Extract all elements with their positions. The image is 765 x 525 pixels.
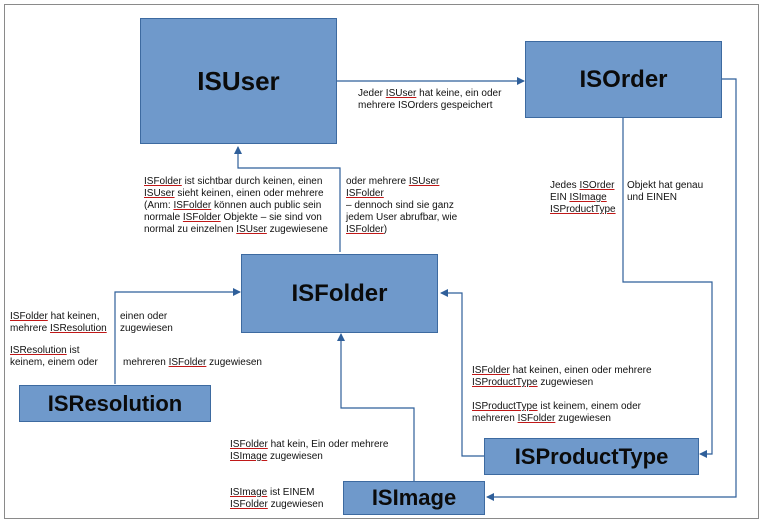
note-folder-resolution-left: ISFolder hat keinen, mehrere ISResolutio… <box>10 311 107 334</box>
note-folder-user-left: ISFolder ist sichtbar durch keinen, eine… <box>144 176 328 235</box>
note-image-folder: ISImage ist EINEM ISFolder zugewiesen <box>230 487 324 510</box>
page-border <box>4 4 759 519</box>
connector-folder-user <box>234 146 341 252</box>
entity-isfolder[interactable]: ISFolder <box>241 254 438 333</box>
note-order-right: Objekt hat genau und EINEN <box>627 180 704 203</box>
note-user-order: Jeder ISUser hat keine, ein oder mehrere… <box>358 88 502 111</box>
entity-isresolution-label: ISResolution <box>47 390 183 416</box>
connector-resolution-folder <box>114 288 241 384</box>
entity-isproducttype[interactable]: ISProductType <box>484 438 699 475</box>
note-folder-image: ISFolder hat kein, Ein oder mehrere ISIm… <box>230 439 389 462</box>
entity-isimage[interactable]: ISImage <box>343 481 485 515</box>
note-producttype-folder: ISProductType ist keinem, einem oder meh… <box>472 401 641 424</box>
entity-isimage-label: ISImage <box>371 485 457 510</box>
note-folder-producttype: ISFolder hat keinen, einen oder mehrere … <box>472 365 652 388</box>
entity-isorder[interactable]: ISOrder <box>525 41 722 118</box>
entity-isuser[interactable]: ISUser <box>140 18 337 144</box>
entity-isproducttype-label: ISProductType <box>514 443 669 469</box>
entity-isorder-label: ISOrder <box>579 65 668 93</box>
connector-producttype-folder <box>440 289 484 457</box>
connector-order-producttype <box>622 118 713 458</box>
connector-order-image <box>486 78 737 501</box>
entity-isresolution[interactable]: ISResolution <box>19 385 211 422</box>
note-folder-resolution-right: einen oder zugewiesen <box>120 311 173 334</box>
entity-isfolder-label: ISFolder <box>291 279 388 307</box>
entity-isuser-label: ISUser <box>197 65 280 96</box>
note-order-left: Jedes ISOrder EIN ISImage ISProductType <box>550 180 616 215</box>
note-folder-user-right: oder mehrere ISUser ISFolder – dennoch s… <box>346 176 458 235</box>
connector-image-folder <box>337 333 415 481</box>
note-resolution-folder-right: mehreren ISFolder zugewiesen <box>123 357 262 368</box>
note-resolution-folder-left: ISResolution ist keinem, einem oder <box>10 345 98 368</box>
